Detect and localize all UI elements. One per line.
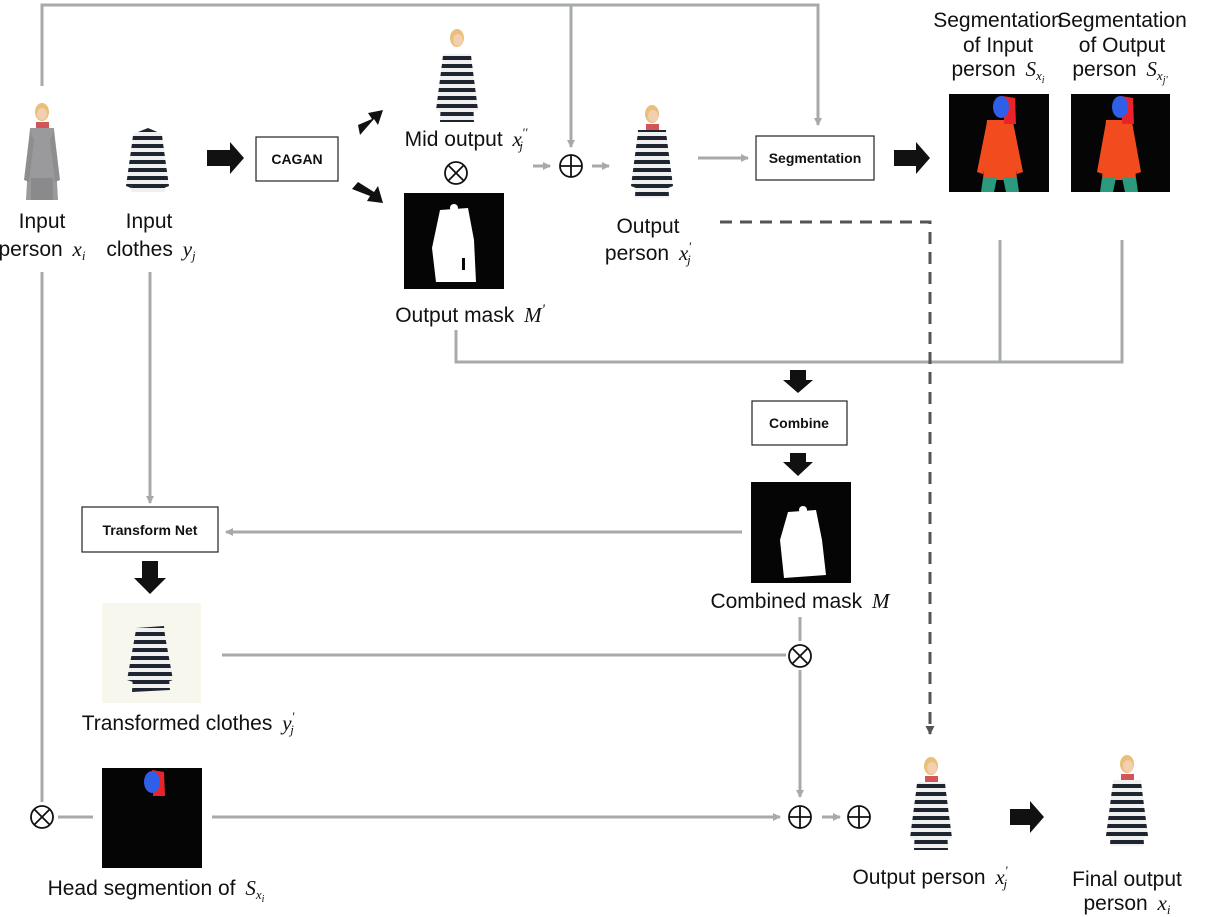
output-person-top-image <box>631 105 673 198</box>
seg-input-label: Segmentation of Input person Sxi <box>933 9 1063 86</box>
line-masks-merge <box>454 240 1124 364</box>
plus-op-top <box>559 154 583 178</box>
combine-label: Combine <box>769 415 829 431</box>
flow-lines <box>40 3 1124 821</box>
segmentation-label: Segmentation <box>769 150 862 166</box>
plus-op-bottom-1 <box>788 805 812 829</box>
input-clothes-label: Input clothes yj <box>106 210 196 263</box>
output-person-bottom-label: Output person x'j <box>852 863 1007 891</box>
head-seg-label: Head segmention of Sxi <box>48 876 265 905</box>
arrow-to-seg-outputs <box>894 142 930 174</box>
svg-text:Final output: Final output <box>1072 868 1182 891</box>
combined-mask-image <box>751 482 851 583</box>
mid-output-label: Mid output x''j <box>405 125 528 153</box>
svg-text:person Sxi: person Sxi <box>951 57 1044 86</box>
block-arrows <box>134 110 1044 833</box>
seg-output-image <box>1071 94 1170 192</box>
svg-text:Segmentation: Segmentation <box>933 9 1063 32</box>
output-mask-image <box>404 193 504 289</box>
transform-net-label: Transform Net <box>103 522 198 538</box>
svg-text:person xi: person xi <box>1083 891 1170 917</box>
arrow-to-combined-mask <box>783 453 813 476</box>
output-mask-label: Output mask M' <box>395 302 545 327</box>
arrow-to-transformed <box>134 561 166 594</box>
seg-output-label: Segmentation of Output person Sxj' <box>1057 9 1187 86</box>
svg-text:Segmentation: Segmentation <box>1057 9 1187 32</box>
transformed-clothes-label: Transformed clothes y'j <box>82 709 295 737</box>
dashed-line-output-to-final <box>720 220 935 735</box>
svg-text:of Output: of Output <box>1079 34 1166 57</box>
svg-text:person xi: person xi <box>0 237 86 263</box>
svg-text:clothes yj: clothes yj <box>106 237 196 263</box>
svg-text:Output: Output <box>616 215 679 238</box>
final-output-image <box>1106 755 1148 846</box>
seg-input-image <box>949 94 1049 192</box>
svg-text:Input: Input <box>19 210 66 233</box>
output-person-bottom-image <box>910 757 952 850</box>
arrow-to-mid-output <box>358 110 383 135</box>
input-clothes-image <box>126 128 169 192</box>
combine-box: Combine <box>751 400 848 446</box>
multiply-op-combined <box>788 644 812 668</box>
multiply-op-head <box>30 805 54 829</box>
input-person-image <box>24 103 60 200</box>
mid-output-image <box>436 29 478 122</box>
multiply-op-mask <box>444 161 468 185</box>
transform-net-box: Transform Net <box>81 506 219 553</box>
arrow-to-final <box>1010 801 1044 833</box>
transformed-clothes-image <box>102 603 201 703</box>
svg-text:Input: Input <box>126 210 173 233</box>
head-seg-image <box>102 768 202 868</box>
combined-mask-label: Combined mask M <box>710 589 891 613</box>
svg-text:person x'j: person x'j <box>605 239 691 267</box>
plus-op-bottom-2 <box>847 805 871 829</box>
cagan-box: CAGAN <box>255 136 339 182</box>
output-person-top-label: Output person x'j <box>605 215 691 267</box>
cagan-label: CAGAN <box>271 151 322 167</box>
svg-text:person Sxj': person Sxj' <box>1072 57 1168 86</box>
arrow-to-cagan <box>207 142 244 174</box>
segmentation-box: Segmentation <box>755 135 875 181</box>
final-output-label: Final output person xi <box>1072 868 1182 917</box>
svg-text:of Input: of Input <box>963 34 1033 57</box>
input-person-label: Input person xi <box>0 210 86 263</box>
line-person-to-segmentation <box>40 3 822 126</box>
arrow-to-combine <box>783 370 813 393</box>
arrow-to-mask <box>352 182 383 203</box>
